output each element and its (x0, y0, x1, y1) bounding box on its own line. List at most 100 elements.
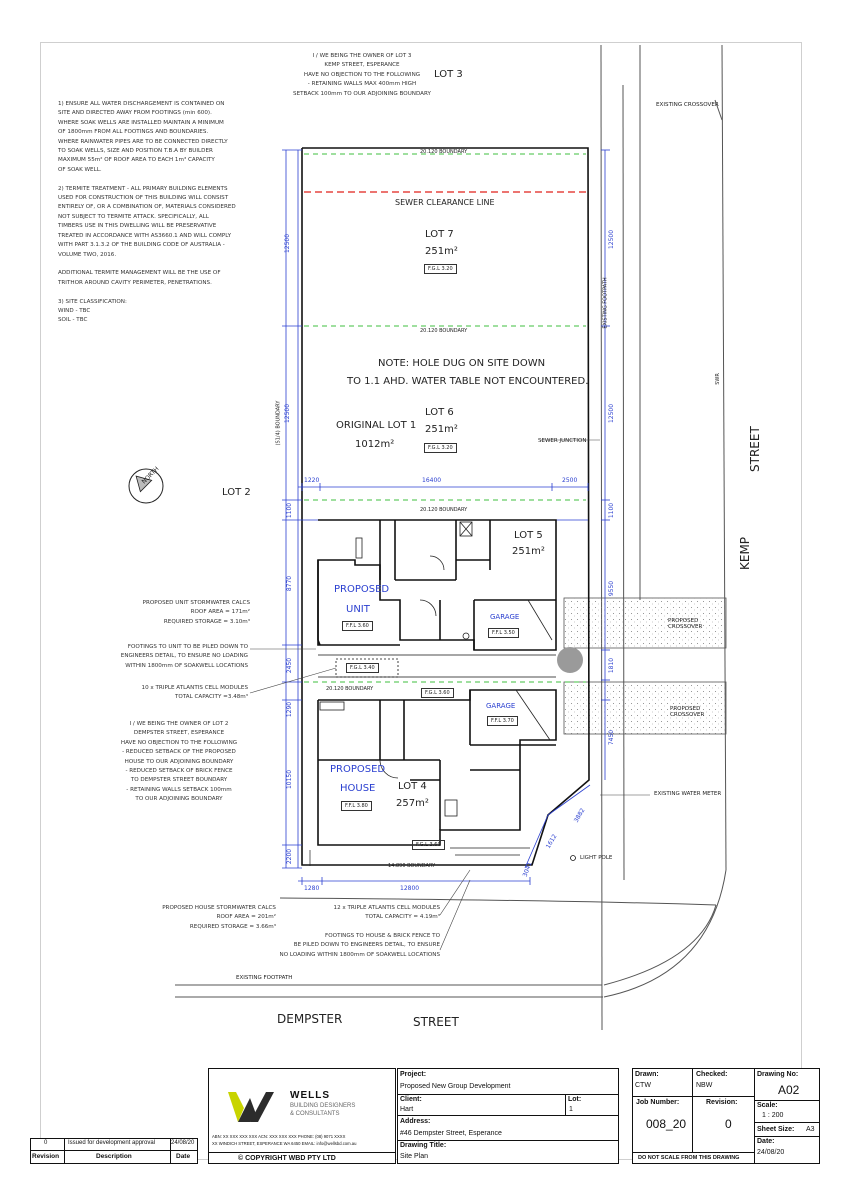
revision-label: Revision: (706, 1099, 738, 1106)
address-label: Address: (400, 1118, 431, 1125)
unit-ffl: F.F.L 3.60 (342, 621, 373, 631)
tree-symbol (557, 647, 583, 673)
house-fixtures (319, 689, 551, 817)
dim-2500: 2500 (562, 477, 578, 484)
checked-label: Checked: (696, 1071, 728, 1078)
dempster-street-edges (175, 869, 727, 998)
drawing-no-label: Drawing No: (757, 1071, 799, 1078)
drawing-info-box (632, 1068, 820, 1164)
job-number-value: 008_20 (646, 1117, 687, 1131)
client-value: Hart (400, 1106, 414, 1113)
dempster-street-label: STREET (413, 1015, 459, 1029)
garage-upper-ffl: F.F.L 3.50 (488, 628, 519, 638)
address-value: #46 Dempster Street, Esperance (400, 1130, 502, 1137)
dempster-label: DEMPSTER (277, 1012, 343, 1026)
project-info-box (397, 1068, 619, 1164)
swr-label-right: SWR (714, 373, 721, 385)
proposed-house-label-2: HOUSE (340, 783, 376, 794)
date-label: Date: (757, 1138, 775, 1145)
north-arrow (128, 468, 164, 504)
boundary-left-label: (S1/4) BOUNDARY (275, 400, 282, 446)
sheet-size-label: Sheet Size: (757, 1126, 795, 1133)
lot-value: 1 (569, 1106, 573, 1113)
lot4-area: 257m² (396, 798, 429, 809)
kemp-street-edges (600, 44, 727, 1031)
lot5-label: LOT 5 (514, 530, 543, 541)
proposed-crossover-lower-label: PROPOSED CROSSOVER (670, 706, 705, 718)
unit-floor-plan (317, 519, 557, 651)
owner-lot3-note: I / WE BEING THE OWNER OF LOT 3 KEMP STR… (293, 53, 431, 97)
garage-lower-label: GARAGE (486, 702, 516, 710)
dim-9550: 9550 (608, 580, 616, 597)
proposed-crossover-upper-label: PROPOSED CROSSOVER (668, 618, 703, 630)
dim-1220: 1220 (304, 477, 320, 484)
drawn-label: Drawn: (635, 1071, 659, 1078)
company-subtitle-1: BUILDING DESIGNERS (290, 1103, 356, 1109)
dim-10150: 10150 (286, 769, 294, 790)
leader-lines (249, 439, 650, 951)
revision-row-desc: Issued for development approval (68, 1140, 156, 1146)
dim-1100: 1100 (286, 502, 294, 519)
proposed-unit-label-2: UNIT (346, 604, 370, 615)
light-pole-symbol (570, 855, 576, 861)
wells-logo-icon (228, 1092, 274, 1122)
proposed-unit-label-1: PROPOSED (334, 584, 390, 595)
copyright: © COPYRIGHT WBD PTY LTD (238, 1155, 336, 1162)
unit-fixtures (355, 521, 553, 641)
hole-note-line1: NOTE: HOLE DUG ON SITE DOWN (378, 358, 546, 369)
boundary-lot4-label: 20.120 BOUNDARY (326, 686, 374, 692)
sewer-junction-label: SEWER JUNCTION (538, 438, 587, 444)
dim-12800: 12800 (400, 885, 420, 892)
client-label: Client: (400, 1096, 422, 1103)
dim-1100-right: 1100 (608, 502, 616, 519)
job-number-label: Job Number: (636, 1099, 680, 1106)
lot6-label: LOT 6 (425, 407, 454, 418)
dimension-ticks (282, 149, 610, 885)
lot-label: Lot: (568, 1096, 582, 1103)
scale-value: 1 : 200 (762, 1112, 784, 1119)
lot3-label: LOT 3 (434, 69, 463, 80)
drawing-title-label: Drawing Title: (400, 1142, 447, 1149)
unit-footings-note: FOOTINGS TO UNIT TO BE PILED DOWN TO ENG… (120, 644, 248, 669)
boundary-top-label: 20.120 BOUNDARY (420, 149, 468, 155)
proposed-house-label-1: PROPOSED (330, 764, 386, 775)
boundary-bottom-label: 14.890 BOUNDARY (388, 863, 436, 869)
kemp-street-label: STREET (748, 426, 762, 472)
boundary-mid-label: 20.120 BOUNDARY (420, 328, 468, 334)
revision-value: 0 (725, 1117, 732, 1131)
boundary-lot5-label: 20.120 BOUNDARY (420, 507, 468, 513)
drawing-no-value: A02 (778, 1083, 800, 1097)
dim-12500-lower: 12500 (284, 403, 292, 424)
existing-crossover-label: EXISTING CROSSOVER (656, 102, 719, 108)
revision-header-desc: Description (96, 1153, 132, 1160)
general-notes: 1) ENSURE ALL WATER DISCHARGEMENT IS CON… (58, 101, 236, 324)
house-atlantis-note: 12 x TRIPLE ATLANTIS CELL MODULES TOTAL … (333, 905, 440, 921)
fgl-360: F.G.L 3.60 (421, 688, 454, 698)
lot7-area: 251m² (425, 246, 458, 257)
revision-row-date: 24/08/20 (171, 1140, 195, 1146)
lot7-fgl: F.G.L 3.20 (424, 264, 457, 274)
house-floor-plan (317, 689, 557, 846)
lot4-label: LOT 4 (398, 781, 427, 792)
lot6-area: 251m² (425, 424, 458, 435)
light-pole-label: LIGHT POLE (580, 855, 613, 861)
company-subtitle-2: & CONSULTANTS (290, 1111, 340, 1117)
unit-stormwater-note: PROPOSED UNIT STORMWATER CALCS ROOF AREA… (142, 600, 250, 625)
drawn-value: CTW (635, 1082, 651, 1089)
dim-2450: 2450 (286, 657, 294, 674)
original-lot-area: 1012m² (355, 439, 395, 450)
fgl-house: F.G.L 3.60 (412, 840, 445, 850)
do-not-scale-note: DO NOT SCALE FROM THIS DRAWING (638, 1155, 740, 1161)
dim-12500-upper: 12500 (284, 233, 292, 254)
revision-header-date: Date (176, 1153, 191, 1160)
shared-driveway (318, 654, 556, 678)
existing-footpath-right-label: EXISTING FOOTPATH (602, 277, 609, 329)
house-ffl: F.F.L 3.80 (341, 801, 372, 811)
fgl-340: F.G.L 3.40 (346, 663, 379, 673)
original-lot-label: ORIGINAL LOT 1 (336, 420, 417, 431)
proposed-crossover-upper (563, 597, 727, 649)
dim-16400: 16400 (422, 477, 442, 484)
unit-atlantis-note: 10 x TRIPLE ATLANTIS CELL MODULES TOTAL … (141, 685, 248, 701)
date-value: 24/08/20 (757, 1149, 785, 1156)
lot5-area: 251m² (512, 546, 545, 557)
